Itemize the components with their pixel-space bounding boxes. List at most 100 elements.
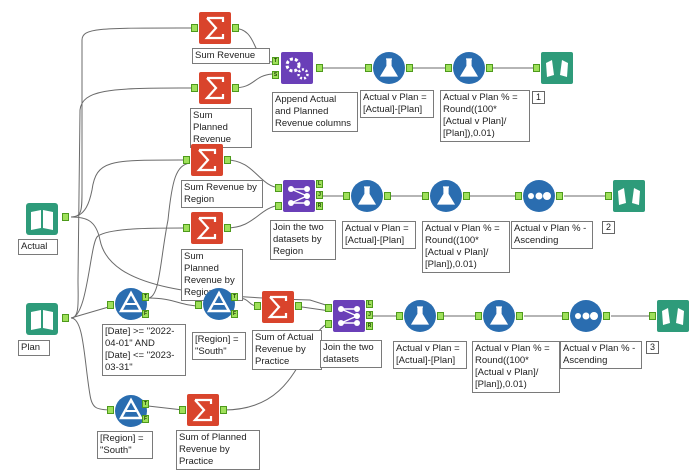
input-port[interactable] — [605, 192, 612, 200]
browse-badge-3: 3 — [646, 341, 660, 354]
output-port[interactable] — [516, 312, 523, 320]
join-output-port[interactable]: J — [366, 311, 373, 319]
input-actual-tool[interactable] — [25, 202, 59, 236]
sigma-icon — [191, 144, 223, 176]
output-port[interactable] — [232, 84, 239, 92]
input-port[interactable] — [422, 192, 429, 200]
formula1-label: Actual v Plan = [Actual]-[Plan] — [360, 90, 434, 118]
formula-tool-actual-v-plan-pct[interactable] — [452, 51, 486, 85]
input-port[interactable] — [107, 301, 114, 309]
output-port[interactable] — [463, 192, 470, 200]
left-input-port[interactable] — [275, 184, 282, 192]
output-port[interactable] — [316, 64, 323, 72]
source-port[interactable]: S — [272, 71, 279, 79]
append-fields-tool[interactable] — [280, 51, 314, 85]
input-port[interactable] — [183, 156, 190, 164]
join-practice-label: Join the two datasets — [320, 340, 382, 368]
input-port[interactable] — [515, 192, 522, 200]
false-output-port[interactable]: F — [142, 415, 149, 423]
output-port[interactable] — [224, 156, 231, 164]
output-port[interactable] — [486, 64, 493, 72]
output-port[interactable] — [556, 192, 563, 200]
browse-tool-1[interactable] — [540, 51, 574, 85]
sort-tool-2[interactable] — [522, 179, 556, 213]
false-output-port[interactable]: F — [231, 310, 238, 318]
input-port[interactable] — [179, 406, 186, 414]
summarize-tool-sum-planned-practice[interactable] — [186, 393, 220, 427]
filter-date-label: [Date] >= "2022- 04-01" AND [Date] <= "2… — [102, 324, 186, 376]
connection-actual-sum-revenue-region — [70, 159, 190, 218]
filter-tool-date[interactable] — [114, 287, 148, 321]
input-port[interactable] — [195, 301, 202, 309]
input-port[interactable] — [396, 312, 403, 320]
output-port[interactable] — [295, 302, 302, 310]
output-port[interactable] — [62, 213, 69, 221]
formula-tool-actual-v-plan-pct-2[interactable] — [429, 179, 463, 213]
input-port[interactable] — [191, 24, 198, 32]
input-port[interactable] — [445, 64, 452, 72]
input-port[interactable] — [107, 406, 114, 414]
sigma-icon — [262, 291, 294, 323]
left-input-port[interactable] — [325, 304, 332, 312]
target-port[interactable]: T — [272, 57, 279, 65]
formula-tool-actual-v-plan[interactable] — [372, 51, 406, 85]
connection-plan-sum-planned — [70, 87, 196, 319]
flask-icon — [430, 180, 462, 212]
book-icon — [26, 203, 58, 235]
true-output-port[interactable]: T — [142, 293, 149, 301]
summarize-tool-sum-revenue-region[interactable] — [190, 143, 224, 177]
output-port[interactable] — [406, 64, 413, 72]
summarize-tool-sum-planned-region[interactable] — [190, 211, 224, 245]
output-port[interactable] — [232, 24, 239, 32]
filter-tool-region-planned[interactable] — [114, 394, 148, 428]
input-port[interactable] — [475, 312, 482, 320]
formula-tool-actual-v-plan-pct-3[interactable] — [482, 299, 516, 333]
sort2-label: Actual v Plan % - Ascending — [511, 221, 593, 249]
join-tool-practice[interactable] — [332, 299, 366, 333]
join-output-port[interactable]: J — [316, 191, 323, 199]
connection-plan-filter-date — [70, 305, 113, 319]
input-port[interactable] — [365, 64, 372, 72]
input-port[interactable] — [191, 84, 198, 92]
join-tool-region[interactable] — [282, 179, 316, 213]
output-port[interactable] — [62, 314, 69, 322]
summarize-tool-sum-planned[interactable] — [198, 71, 232, 105]
gears-icon — [281, 52, 313, 84]
input-port[interactable] — [343, 192, 350, 200]
false-output-port[interactable]: F — [142, 310, 149, 318]
browse-tool-2[interactable] — [612, 179, 646, 213]
right-input-port[interactable] — [325, 320, 332, 328]
input-actual-label: Actual — [18, 239, 58, 255]
sum-revenue-region-label: Sum Revenue by Region — [181, 180, 263, 208]
summarize-tool-sum-actual-practice[interactable] — [261, 290, 295, 324]
input-plan-tool[interactable] — [25, 302, 59, 336]
right-output-port[interactable]: R — [316, 202, 323, 210]
output-port[interactable] — [224, 224, 231, 232]
right-output-port[interactable]: R — [366, 322, 373, 330]
input-port[interactable] — [649, 312, 656, 320]
sum-planned-label: Sum Planned Revenue — [190, 108, 252, 148]
output-port[interactable] — [384, 192, 391, 200]
left-output-port[interactable]: L — [366, 300, 373, 308]
output-port[interactable] — [437, 312, 444, 320]
left-output-port[interactable]: L — [316, 180, 323, 188]
sort-tool-3[interactable] — [569, 299, 603, 333]
input-port[interactable] — [562, 312, 569, 320]
true-output-port[interactable]: T — [231, 293, 238, 301]
true-output-port[interactable]: T — [142, 400, 149, 408]
input-port[interactable] — [183, 224, 190, 232]
browse-tool-3[interactable] — [656, 299, 690, 333]
filter-tool-region[interactable] — [202, 287, 236, 321]
summarize-tool-sum-revenue[interactable] — [198, 11, 232, 45]
input-port[interactable] — [254, 302, 261, 310]
flask-icon — [453, 52, 485, 84]
right-input-port[interactable] — [275, 202, 282, 210]
input-port[interactable] — [533, 64, 540, 72]
formula-tool-actual-v-plan-3[interactable] — [403, 299, 437, 333]
output-port[interactable] — [603, 312, 610, 320]
formula-tool-actual-v-plan-2[interactable] — [350, 179, 384, 213]
sort-dots-icon — [570, 300, 602, 332]
output-port[interactable] — [220, 406, 227, 414]
